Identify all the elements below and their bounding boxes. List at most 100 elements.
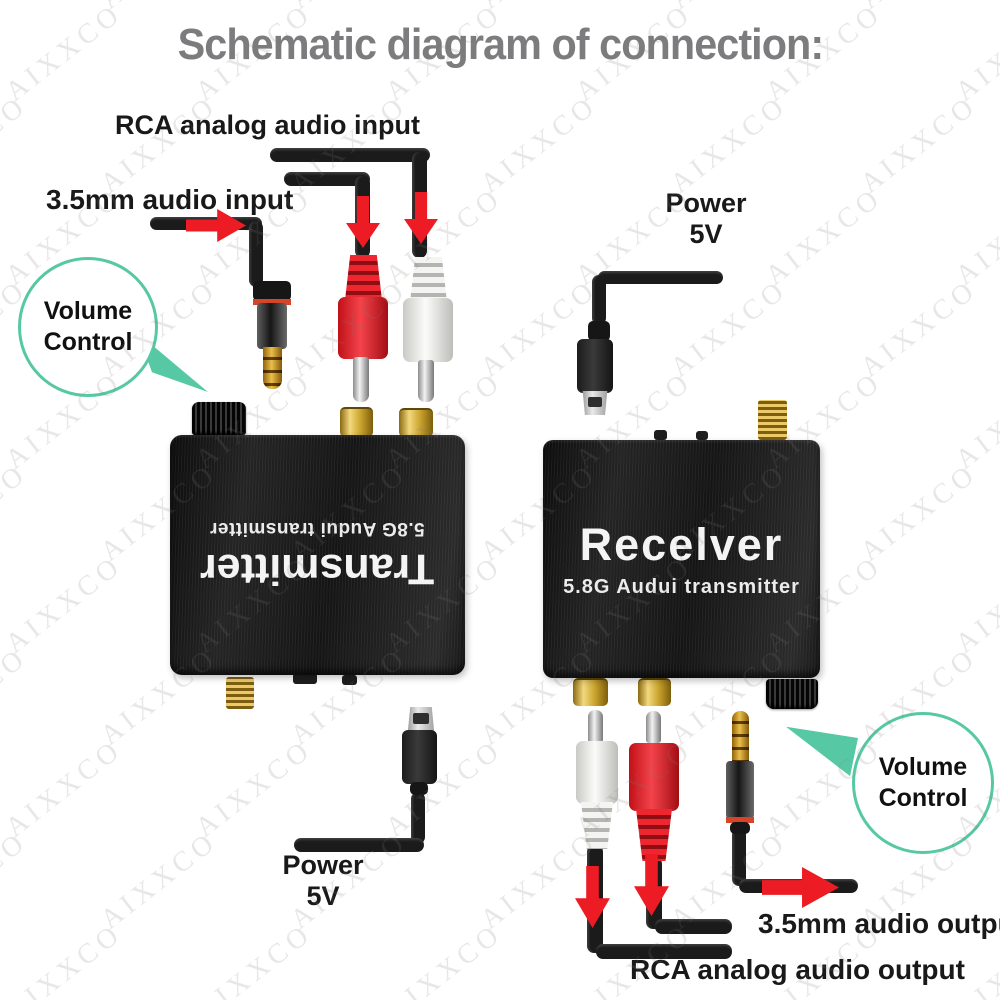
watermark-text: AIXXCO: [665, 0, 794, 16]
rca-plug-white-input-pin: [418, 360, 434, 402]
arrow-right-icon: [762, 867, 839, 908]
label-power-top-line1: Power: [665, 188, 747, 218]
watermark-text: AIXXCO: [949, 365, 1000, 476]
transmitter-subtitle: 5.8G Audui transmitter: [209, 518, 426, 539]
receiver-name: Recelver: [579, 519, 784, 570]
receiver-rca-jack-right: [638, 678, 671, 706]
arrow-down-icon: [575, 866, 610, 928]
rca-plug-red-output-body: [629, 743, 679, 811]
arrow-down-icon: [404, 192, 438, 244]
watermark-text: AIXXCO: [854, 89, 984, 200]
watermark-text: AIXXCO: [379, 181, 509, 292]
transmitter-switch-nub: [342, 675, 357, 685]
watermark-text: AIXXCO: [0, 825, 34, 936]
rca-plug-red-output-pin: [646, 711, 661, 743]
watermark-text: AIXXCO: [475, 0, 604, 16]
receiver-port-nub: [696, 431, 708, 440]
rca-plug-red-input-body: [338, 297, 388, 359]
watermark-text: AIXXCO: [0, 89, 34, 200]
rca-plug-red-input-pin: [353, 357, 369, 402]
watermark-text: AIXXCO: [664, 89, 794, 200]
usb-plug-top-slot: [588, 397, 602, 407]
aux-plug-input-top: [253, 281, 291, 301]
volume-label-line2: Control: [43, 328, 133, 356]
aux-plug-input-tip: [263, 347, 282, 389]
aux-input-cable-vertical: [249, 221, 263, 287]
label-35mm-input: 3.5mm audio input: [46, 184, 294, 215]
volume-label-line1: Volume: [878, 752, 968, 781]
label-power-bottom: Power 5V: [263, 850, 383, 912]
power-cable-top-horizontal: [598, 271, 723, 284]
rca-plug-red-output-ribs: [636, 809, 672, 861]
transmitter-device: Transmitter 5.8G Audui transmitter: [170, 435, 465, 675]
usb-plug-bottom-body: [402, 730, 437, 784]
aux-plug-output-ring: [726, 817, 754, 823]
aux-plug-output-tip: [732, 711, 749, 764]
usb-plug-top-body: [577, 339, 613, 393]
rca-plug-white-input-body: [403, 298, 453, 362]
watermark-text: AIXXCO: [759, 181, 889, 292]
transmitter-name: Transmitter: [200, 545, 435, 593]
rca-plug-white-output-body: [576, 741, 618, 804]
label-power-bottom-line2: 5V: [306, 881, 340, 912]
watermark-text: AIXXCO: [95, 0, 224, 16]
watermark-text: AIXXCO: [664, 273, 794, 384]
transmitter-port-nub: [293, 673, 317, 684]
watermark-text: AIXXCO: [0, 457, 34, 568]
watermark-text: AIXXCO: [379, 733, 509, 844]
watermark-text: AIXXCO: [855, 0, 984, 16]
receiver-rca-jack-left: [573, 678, 608, 706]
label-rca-input: RCA analog audio input: [115, 110, 420, 140]
usb-plug-bottom-strain: [410, 782, 428, 795]
aux-plug-input-ring: [253, 299, 291, 305]
page-title: Schematic diagram of connection:: [177, 20, 824, 69]
watermark-text: AIXXCO: [0, 0, 34, 16]
usb-plug-bottom-slot: [413, 713, 429, 724]
bubble-pointer-bottom: [786, 726, 858, 777]
watermark-text: AIXXCO: [474, 89, 604, 200]
volume-control-bubble-bottom: Volume Control: [852, 712, 994, 854]
watermark-text: AIXXCO: [285, 0, 414, 16]
rca-input-cable-white-horizontal: [270, 148, 430, 162]
watermark-text: AIXXCO: [189, 917, 319, 1000]
watermark-text: AIXXCO: [949, 549, 1000, 660]
aux-output-cable-vertical: [732, 828, 746, 886]
transmitter-rca-jack-left: [340, 407, 373, 437]
rca-plug-red-input-ribs: [345, 255, 382, 300]
rca-plug-white-input-ribs: [410, 257, 447, 302]
watermark-text: AIXXCO: [0, 733, 129, 844]
receiver-text: Recelver 5.8G Audui transmitter: [563, 519, 800, 599]
rca-output-cable-white-horizontal: [596, 944, 732, 959]
volume-control-bubble-top: Volume Control: [18, 257, 158, 397]
power-cable-bottom-vertical: [411, 792, 425, 844]
receiver-device: Recelver 5.8G Audui transmitter: [543, 440, 820, 678]
aux-plug-input-barrel: [257, 303, 287, 349]
rca-plug-white-output-pin: [588, 710, 603, 743]
volume-label-line2: Control: [878, 784, 968, 812]
watermark-text: AIXXCO: [0, 641, 34, 752]
watermark-text: AIXXCO: [949, 181, 1000, 292]
watermark-text: AIXXCO: [379, 917, 509, 1000]
watermark-text: AIXXCO: [854, 457, 984, 568]
rca-output-cable-red-horizontal: [655, 919, 732, 934]
watermark-text: AIXXCO: [0, 917, 129, 1000]
label-rca-output: RCA analog audio output: [630, 954, 965, 985]
watermark-text: AIXXCO: [94, 825, 224, 936]
watermark-text: AIXXCO: [189, 733, 319, 844]
watermark-text: AIXXCO: [854, 273, 984, 384]
label-power-top-line2: 5V: [689, 219, 723, 250]
aux-plug-output-barrel: [726, 761, 754, 819]
transmitter-volume-knob: [192, 402, 246, 435]
label-power-top: Power 5V: [646, 188, 766, 250]
transmitter-antenna-connector: [226, 677, 254, 709]
receiver-volume-knob: [766, 679, 818, 709]
power-cable-top-vertical: [592, 275, 606, 325]
transmitter-text: Transmitter 5.8G Audui transmitter: [200, 517, 434, 593]
transmitter-rca-jack-right: [399, 408, 433, 437]
arrow-down-icon: [634, 854, 669, 916]
power-cable-bottom-horizontal: [294, 838, 424, 852]
watermark-text: AIXXCO: [474, 825, 604, 936]
receiver-switch-nub: [654, 430, 667, 440]
